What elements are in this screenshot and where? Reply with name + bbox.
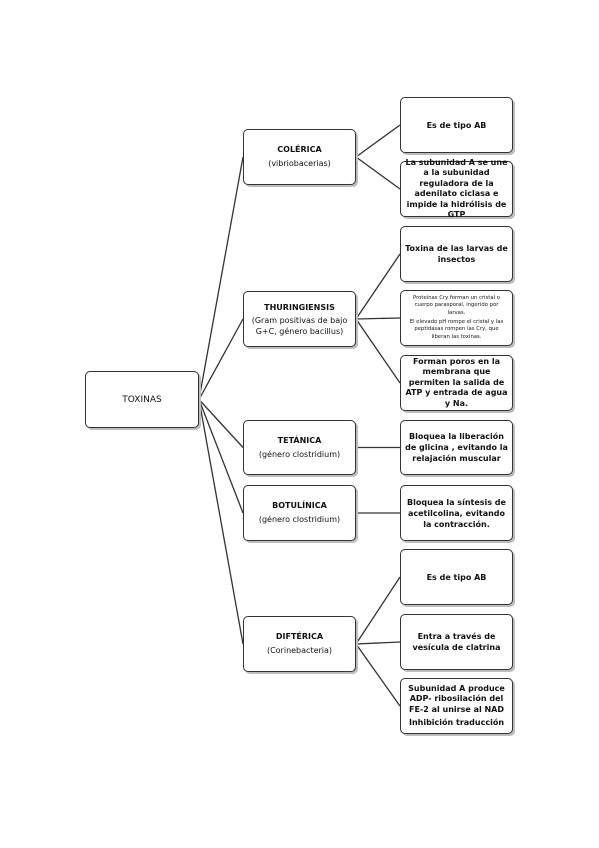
category-subtitle: (Corinebacteria) <box>266 646 333 655</box>
category-node-colerica: COLÉRICA (vibriobacerias) <box>243 129 356 185</box>
leaf-tetanica-glicina: Bloquea la liberación de glicina , evita… <box>400 420 513 475</box>
category-name: BOTULÍNICA <box>272 501 327 510</box>
connector-root-difterica <box>198 399 244 645</box>
category-name: COLÉRICA <box>277 145 322 154</box>
leaf-difterica-tipo-ab: Es de tipo AB <box>400 549 513 605</box>
category-subtitle: (género clostridium) <box>258 515 341 524</box>
connector-difterica-leaf <box>355 641 401 645</box>
connector-thuringiensis-leaf <box>355 253 401 320</box>
category-node-difterica: DIFTÉRICA (Corinebacteria) <box>243 616 356 672</box>
leaf-colerica-tipo-ab: Es de tipo AB <box>400 97 513 153</box>
leaf-thuringiensis-larvas: Toxina de las larvas de insectos <box>400 226 513 282</box>
leaf-difterica-adp-ribosilacion: Subunidad A produce ADP- ribosilación de… <box>400 678 513 734</box>
connector-root-thuringiensis <box>198 318 244 400</box>
leaf-botulinica-acetilcolina: Bloquea la síntesis de acetilcolina, evi… <box>400 485 513 541</box>
category-name: TETÁNICA <box>277 435 322 445</box>
connector-difterica-leaf <box>355 643 401 707</box>
category-node-tetanica: TETÁNICA (género clostridium) <box>243 420 356 475</box>
category-node-thuringiensis: THURINGIENSIS (Gram positivas de bajo G+… <box>243 291 356 347</box>
root-node-toxinas: TOXINAS <box>85 371 199 428</box>
leaf-difterica-clatrina: Entra a través de vesícula de clatrina <box>400 614 513 670</box>
category-name: THURINGIENSIS <box>264 302 335 312</box>
root-label: TOXINAS <box>122 394 162 405</box>
connector-colerica-leaf <box>355 124 401 158</box>
connector-thuringiensis-leaf <box>355 317 401 320</box>
leaf-thuringiensis-proteinas-cry: Proteínas Cry forman un cristal o cuerpo… <box>400 290 513 346</box>
connector-thuringiensis-leaf <box>355 318 401 384</box>
connector-root-tetanica <box>198 399 244 448</box>
category-subtitle: (vibriobacerias) <box>268 159 331 168</box>
category-name: DIFTÉRICA <box>275 632 324 641</box>
category-subtitle: (género clostridium) <box>258 449 341 459</box>
connector-colerica-leaf <box>355 156 401 190</box>
category-node-botulinica: BOTULÍNICA (género clostridium) <box>243 485 356 541</box>
connector-difterica-leaf <box>355 576 401 645</box>
connector-root-colerica <box>198 156 244 400</box>
leaf-thuringiensis-forman-poros: Forman poros en la membrana que permiten… <box>400 355 513 411</box>
connector-root-botulinica <box>198 399 244 514</box>
leaf-colerica-subunidad-a: La subunidad A se une a la subunidad reg… <box>400 158 513 219</box>
category-subtitle: (Gram positivas de bajo G+C, género baci… <box>251 315 348 336</box>
